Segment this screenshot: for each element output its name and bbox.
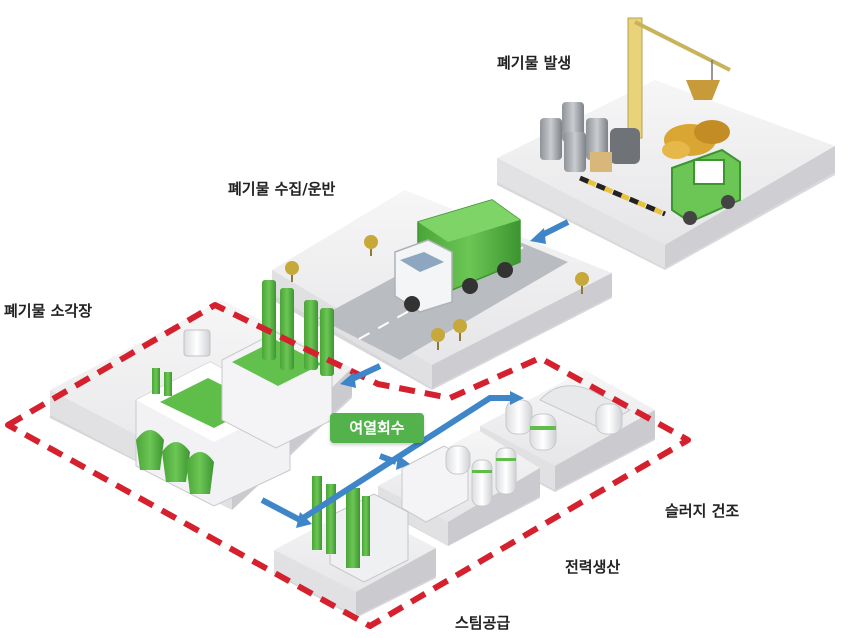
collection-transport-platform — [272, 190, 612, 390]
power-generation-platform — [378, 430, 540, 546]
label-waste-generation: 폐기물 발생 — [497, 54, 572, 72]
flow-arrowheads — [296, 228, 546, 528]
label-incineration: 폐기물 소각장 — [4, 302, 93, 320]
label-steam-supply: 스팀공급 — [455, 614, 511, 632]
label-collection-transport: 폐기물 수집/운반 — [228, 180, 336, 198]
label-power-generation: 전력생산 — [565, 558, 621, 576]
label-sludge-drying: 슬러지 건조 — [665, 502, 740, 520]
steam-supply-platform — [274, 476, 436, 618]
heat-recovery-badge: 여열회수 — [330, 413, 424, 443]
incineration-platform — [50, 280, 352, 510]
dashed-boundary — [5, 302, 691, 629]
waste-generation-platform — [497, 17, 835, 270]
